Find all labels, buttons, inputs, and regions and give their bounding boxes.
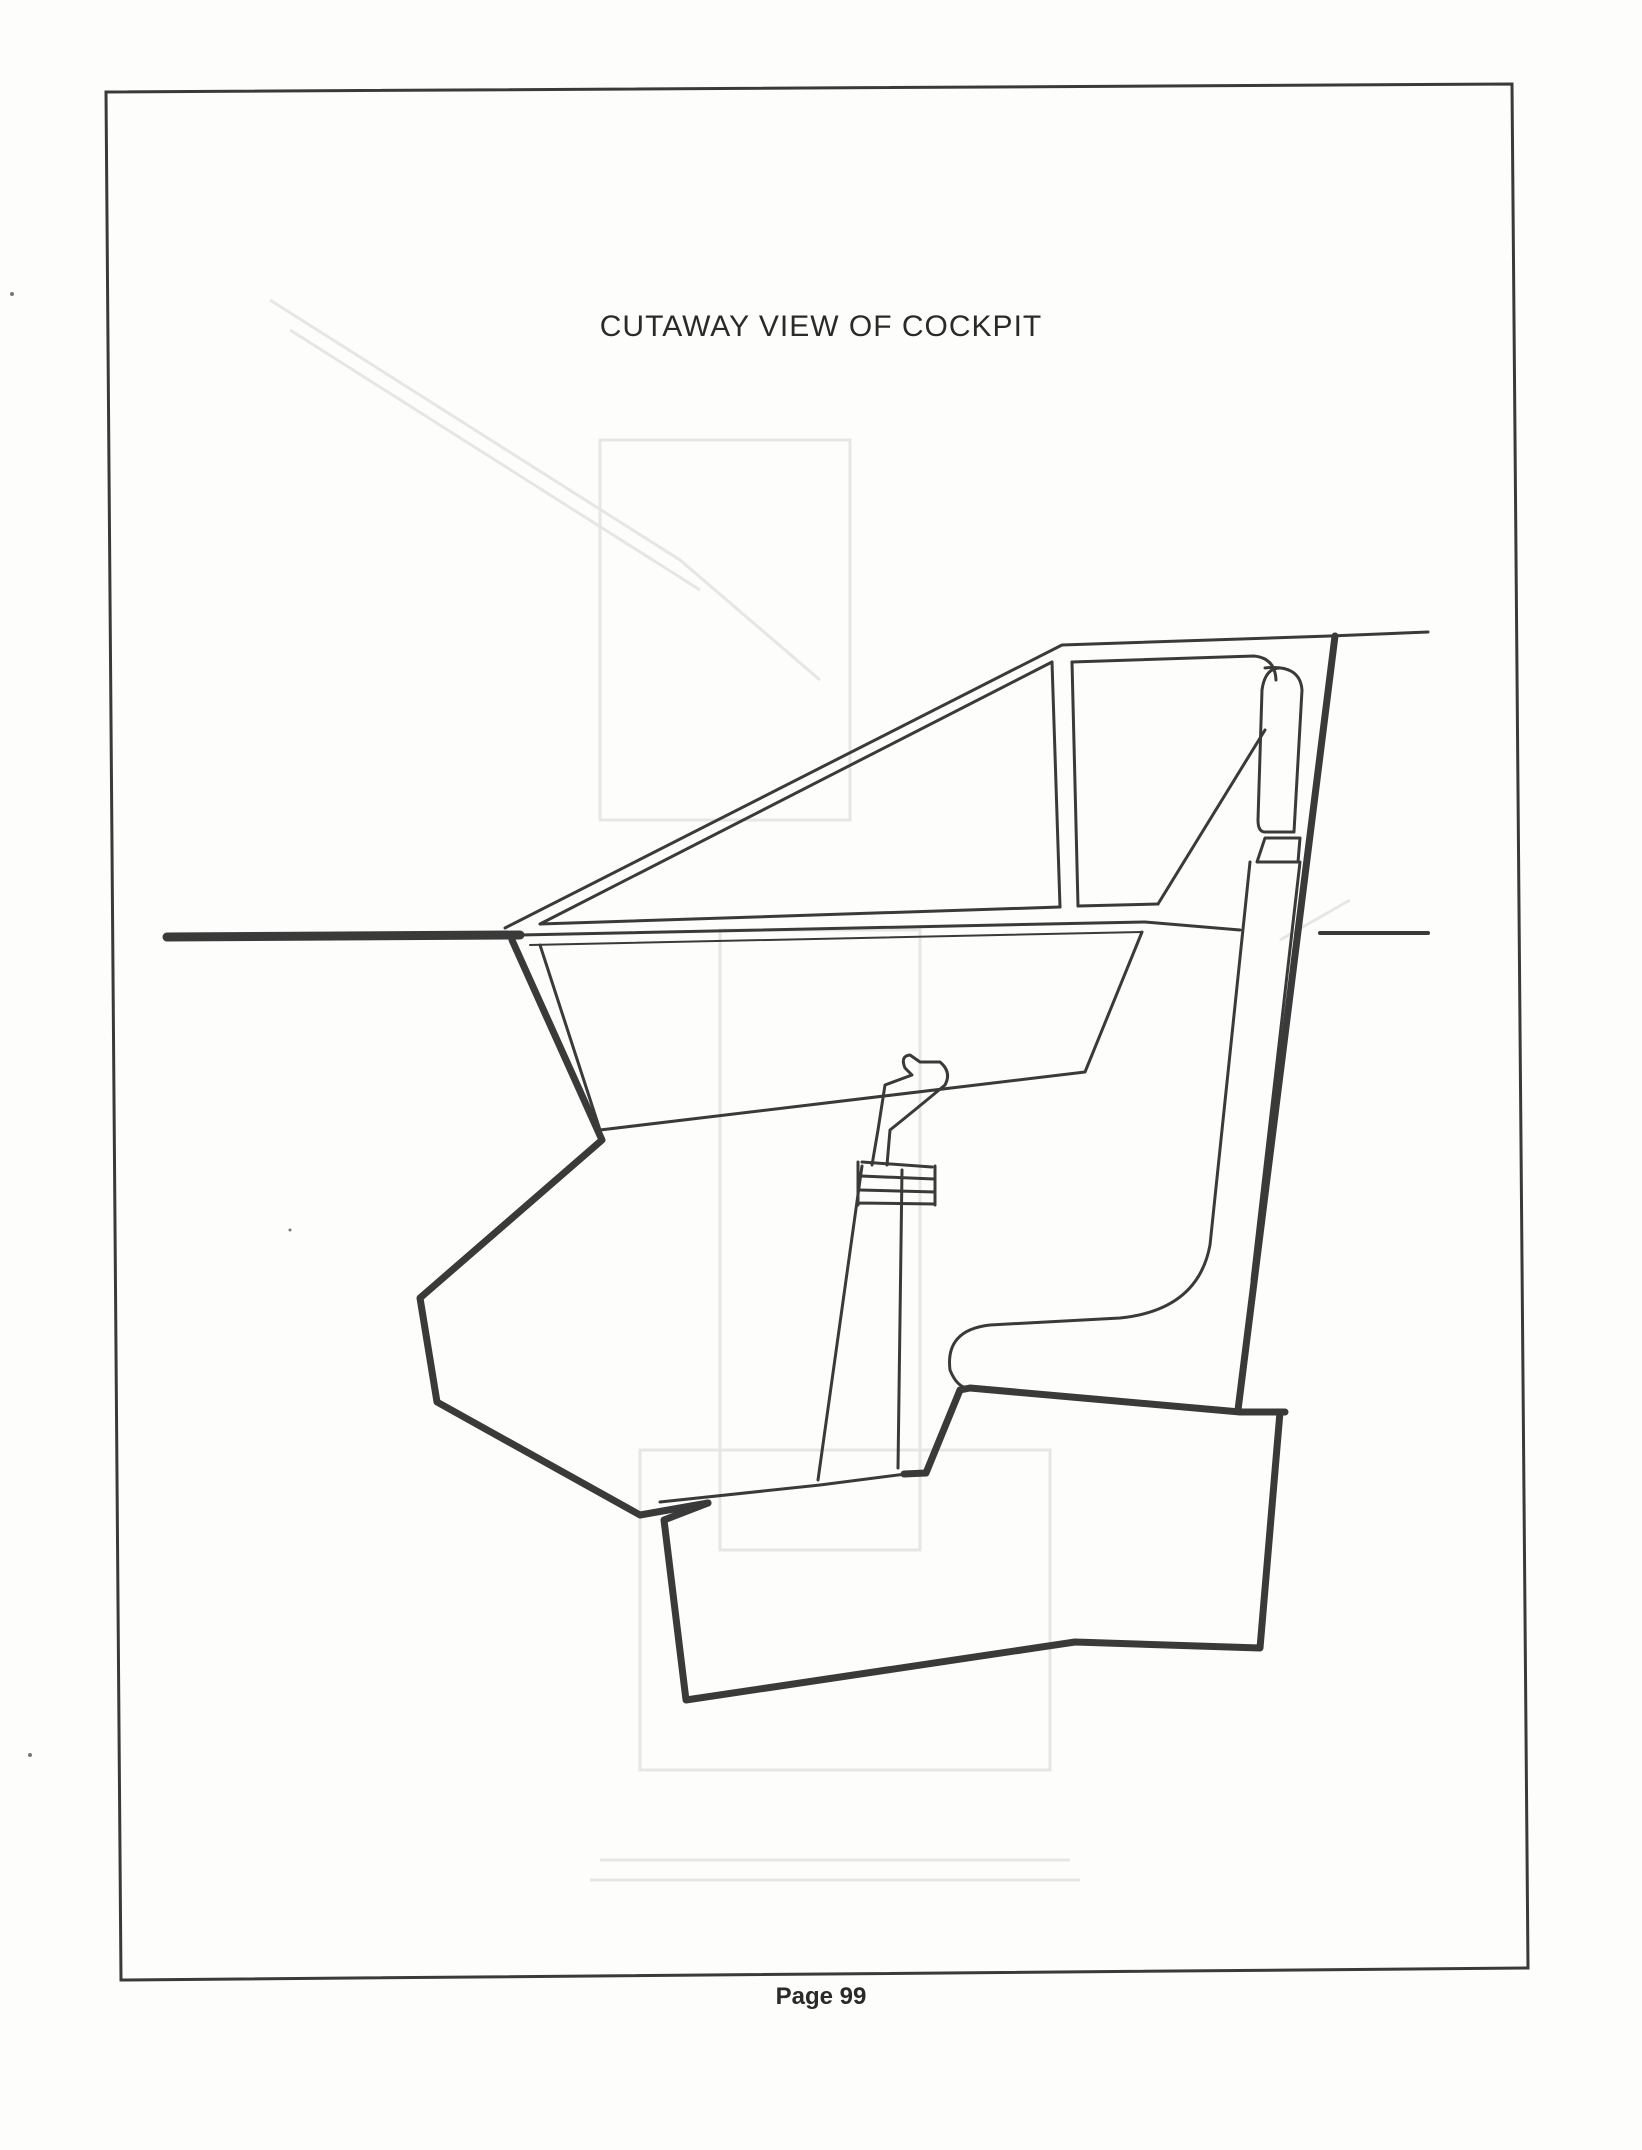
rear-bulkhead [1234,632,1339,1414]
forward-fuselage [416,936,712,1519]
canopy-windshield [503,634,1332,930]
stick-boot [856,1160,937,1207]
cockpit-rim [518,920,1242,937]
headrest [1256,665,1304,834]
cockpit-drawing [162,630,1430,1704]
canopy-rail-line [162,930,525,942]
control-stick [816,1053,950,1482]
cockpit-floor [658,1472,908,1504]
lower-fuselage [660,1408,1284,1704]
seat-pan [900,1384,1289,1478]
instrument-panel [538,930,1144,1132]
page-number: Page 99 [775,1983,867,2010]
page-title: CUTAWAY VIEW OF COCKPIT [599,310,1043,343]
top-fuselage-line [1328,630,1430,638]
seat-back [948,860,1252,1390]
paper-specks [10,292,292,1757]
page-border [104,82,1530,1982]
canopy-bow [1050,660,1062,909]
